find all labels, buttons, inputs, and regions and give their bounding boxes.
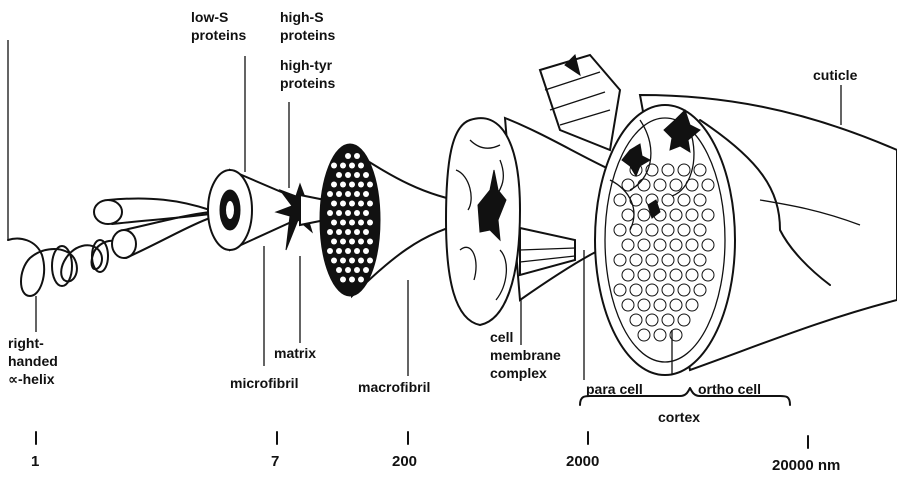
fibre-cortex-illustration	[595, 95, 897, 375]
label-helix-line2: handed	[8, 353, 58, 369]
alpha-helix-illustration	[8, 239, 124, 296]
label-high-tyr-line2: proteins	[280, 75, 335, 91]
label-cuticle: cuticle	[813, 67, 858, 83]
label-high-s-line2: proteins	[280, 27, 335, 43]
size-scale: 1 7 200 2000 20000 nm	[31, 432, 840, 474]
label-matrix: matrix	[274, 345, 316, 361]
cuticle-scales-illustration	[540, 55, 620, 150]
label-helix-line1: right-	[8, 335, 44, 351]
label-low-s-line2: proteins	[191, 27, 246, 43]
label-high-s-line1: high-S	[280, 9, 324, 25]
label-high-tyr-line1: high-tyr	[280, 57, 333, 73]
scale-label-7: 7	[271, 453, 279, 470]
label-ortho-cell: ortho cell	[698, 381, 761, 397]
label-para-cell: para cell	[586, 381, 643, 397]
label-low-s-line1: low-S	[191, 9, 228, 25]
label-macrofibril: macrofibril	[358, 379, 430, 395]
label-helix-line3: ∝-helix	[8, 371, 55, 387]
scale-label-1: 1	[31, 453, 39, 470]
label-cmc-line2: membrane	[490, 347, 561, 363]
label-cmc-line1: cell	[490, 329, 513, 345]
scale-label-20000: 20000 nm	[772, 457, 840, 474]
scale-label-2000: 2000	[566, 453, 599, 470]
label-microfibril: microfibril	[230, 375, 298, 391]
scale-label-200: 200	[392, 453, 417, 470]
protofibril-strands	[94, 198, 210, 258]
label-cortex: cortex	[658, 409, 700, 425]
label-cmc-line3: complex	[490, 365, 547, 381]
